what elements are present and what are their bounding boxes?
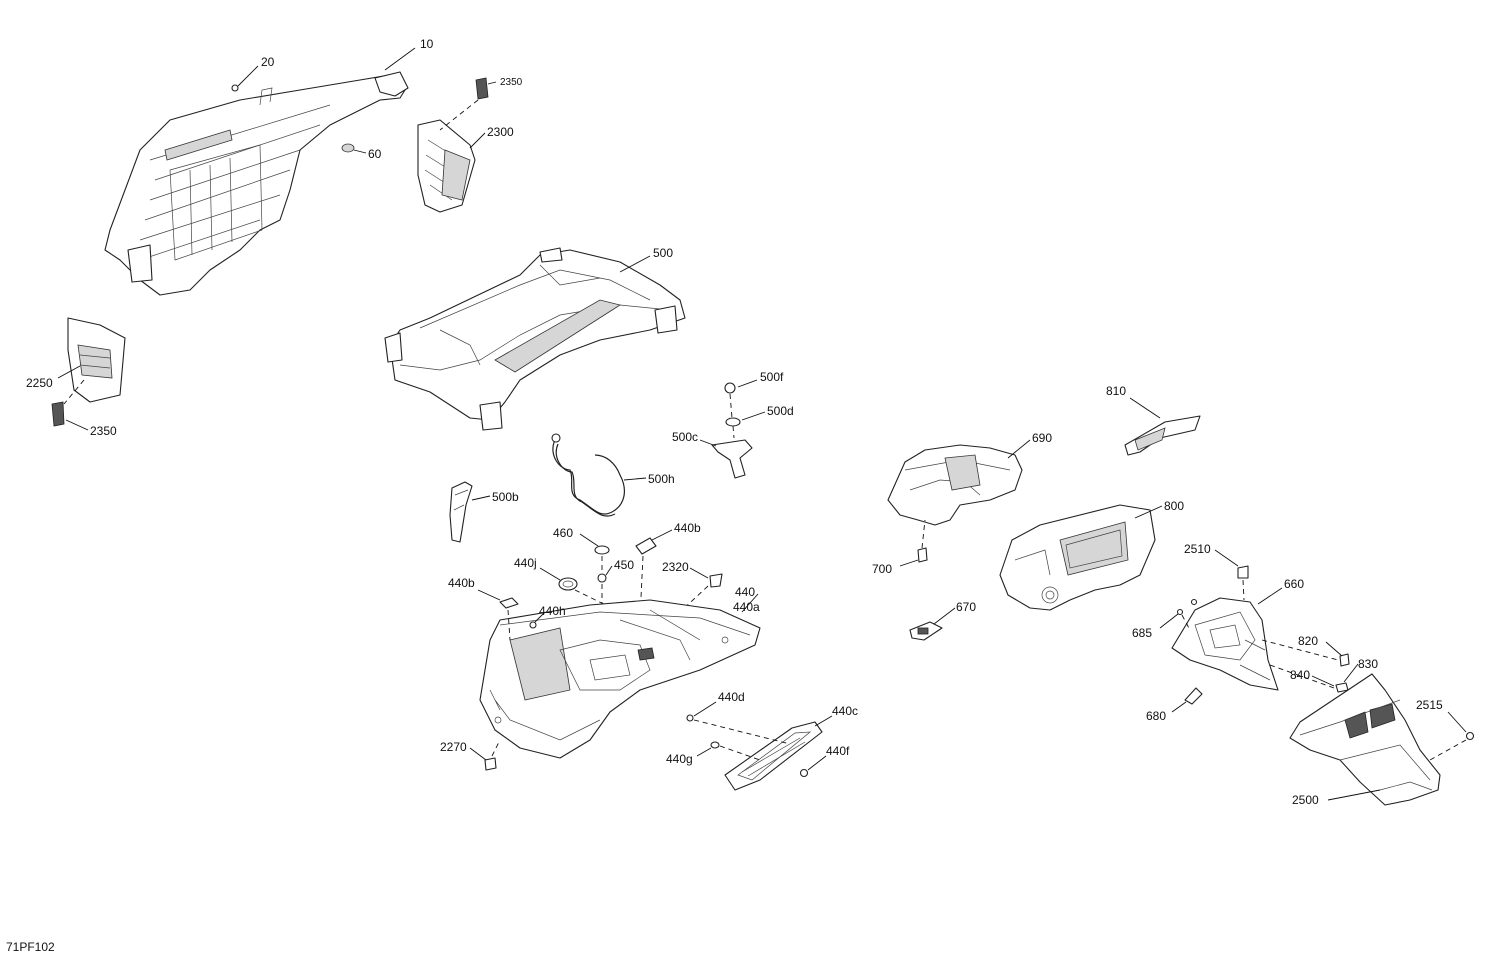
callout-500c: 500c (672, 430, 699, 444)
callout-440d: 440d (718, 690, 745, 704)
callout-500b: 500b (492, 490, 519, 504)
part-10-front-frame (104, 71, 409, 296)
figure-code: 71PF102 (6, 940, 55, 954)
callout-440f: 440f (826, 744, 850, 758)
callout-440b-top: 440b (674, 521, 701, 535)
callout-2320: 2320 (662, 560, 689, 574)
callout-2500: 2500 (1292, 793, 1319, 807)
callout-500f: 500f (760, 370, 784, 384)
callout-460: 460 (553, 526, 574, 540)
callout-450: 450 (614, 558, 635, 572)
callout-700: 700 (872, 562, 893, 576)
callout-440j: 440j (514, 556, 537, 570)
callout-440g: 440g (666, 752, 693, 766)
callout-440b-left: 440b (448, 576, 475, 590)
callout-685: 685 (1132, 626, 1153, 640)
part-690-dash-cover (887, 444, 1023, 526)
callout-810: 810 (1106, 384, 1127, 398)
callout-840: 840 (1290, 668, 1311, 682)
callout-10: 10 (420, 37, 434, 51)
part-440c-trim-plate (724, 721, 823, 791)
callout-500d: 500d (767, 404, 794, 418)
callout-20: 20 (261, 55, 275, 69)
part-440-storage-bin (479, 599, 761, 759)
callout-2350-left: 2350 (90, 424, 117, 438)
part-2250-air-duct (67, 317, 126, 403)
callout-2515: 2515 (1416, 698, 1443, 712)
callout-60: 60 (368, 147, 382, 161)
callout-690: 690 (1032, 431, 1053, 445)
callout-440: 440 (735, 585, 756, 599)
callout-440h: 440h (539, 604, 566, 618)
part-800-dash-panel (999, 504, 1156, 611)
callout-680: 680 (1146, 709, 1167, 723)
part-500h-cable (551, 433, 626, 517)
callout-2250: 2250 (26, 376, 53, 390)
part-500-storage-lid (384, 247, 686, 431)
callout-2350-top: 2350 (500, 77, 523, 88)
part-2500-rear-console (1289, 673, 1441, 806)
callout-440c: 440c (832, 704, 859, 718)
callout-800: 800 (1164, 499, 1185, 513)
callout-820: 820 (1298, 634, 1319, 648)
callout-2510: 2510 (1184, 542, 1211, 556)
callout-2300: 2300 (487, 125, 514, 139)
part-660-instrument-housing (1171, 597, 1279, 691)
callout-660: 660 (1284, 577, 1305, 591)
part-2300-air-duct (417, 119, 476, 213)
callout-500h: 500h (648, 472, 675, 486)
callout-670: 670 (956, 600, 977, 614)
callout-440a: 440a (733, 600, 760, 614)
callout-500: 500 (653, 246, 674, 260)
callout-830: 830 (1358, 657, 1379, 671)
callout-2270: 2270 (440, 740, 467, 754)
